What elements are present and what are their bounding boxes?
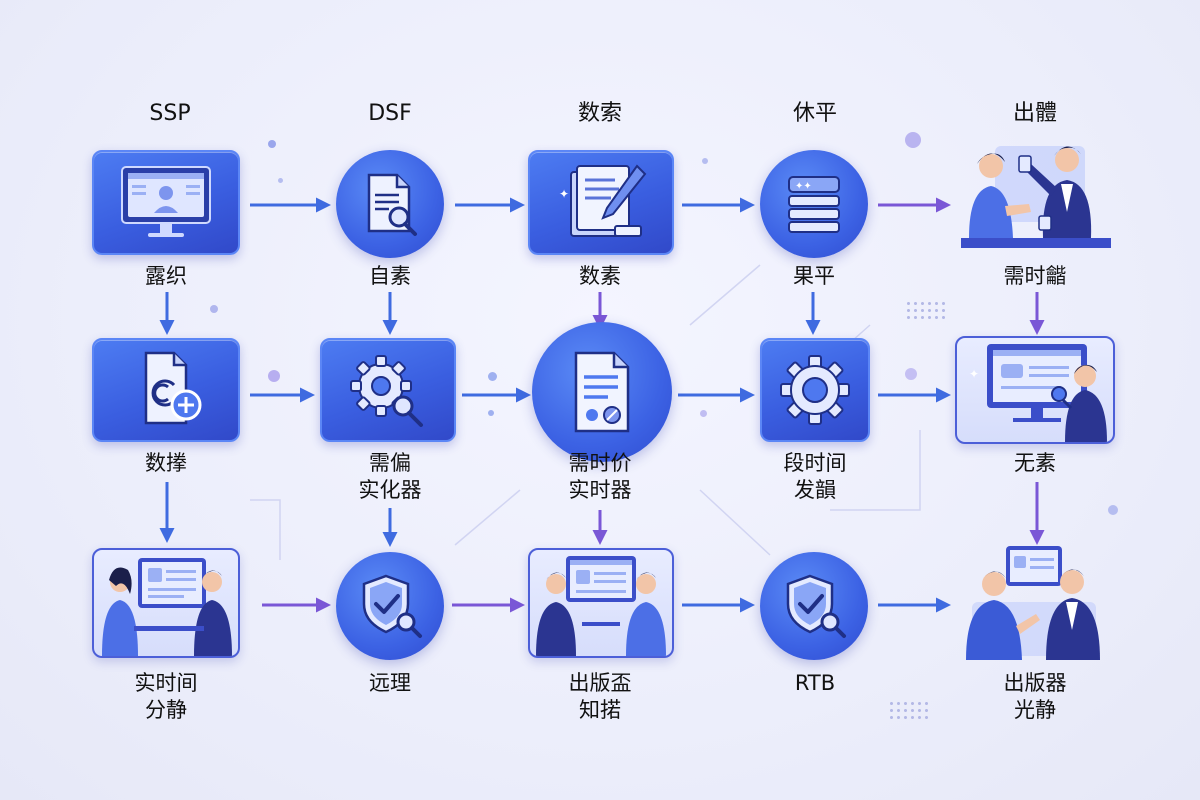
decor-dot	[700, 410, 707, 417]
monitor-profile-icon	[121, 165, 211, 237]
node-r2c4-label: 段时间 发韻	[783, 451, 847, 502]
column-title-2: DSF	[368, 101, 412, 126]
server-stack-icon: ✦✦	[788, 176, 840, 233]
gear-search-icon	[350, 355, 423, 427]
svg-text:✦✦: ✦✦	[795, 181, 812, 192]
node-r3c3-label: 出版盃 知掿	[568, 671, 632, 722]
document-add-icon	[144, 351, 202, 425]
node-r1c4[interactable]: ✦✦	[760, 150, 868, 258]
node-r3c2[interactable]	[336, 552, 444, 660]
node-r3c5-label: 出版器 光静	[1003, 671, 1067, 722]
decor-dot	[278, 178, 283, 183]
shield-check-search-icon	[362, 574, 422, 638]
node-r1c3-label: 数素	[579, 264, 621, 288]
node-r3c3[interactable]	[528, 548, 674, 658]
column-title-1: SSP	[149, 101, 191, 126]
decor-dot-grid	[888, 700, 930, 720]
node-r3c4[interactable]	[760, 552, 868, 660]
svg-text:✦: ✦	[559, 187, 569, 201]
people-discussion-icon	[536, 556, 666, 656]
decor-dot	[210, 305, 218, 313]
node-r3c1[interactable]	[92, 548, 240, 658]
column-title-3: 数索	[577, 101, 622, 126]
node-r2c2[interactable]	[320, 338, 456, 442]
node-r1c2[interactable]	[336, 150, 444, 258]
people-meeting-icon	[961, 146, 1111, 248]
decor-dot	[905, 132, 921, 148]
node-r1c5-label: 需时龤	[1003, 264, 1067, 288]
node-r2c4[interactable]	[760, 338, 870, 442]
column-title-5: 出體	[1012, 101, 1057, 126]
shield-check-search-icon	[786, 574, 846, 638]
person-screen-icon: ✦	[969, 344, 1107, 442]
node-r2c3-label: 需时价 实时器	[568, 451, 632, 502]
node-r1c1[interactable]	[92, 150, 240, 255]
document-pen-icon: ✦	[559, 163, 647, 237]
decor-dot	[268, 140, 276, 148]
node-r1c2-label: 自素	[369, 264, 411, 288]
gear-icon	[780, 355, 850, 425]
column-title-4: 休平	[792, 101, 837, 126]
document-chart-icon	[574, 351, 630, 433]
node-r2c2-label: 需偏 实化器	[358, 451, 422, 502]
node-r3c5[interactable]	[950, 542, 1118, 660]
node-r2c5[interactable]: ✦	[955, 336, 1115, 444]
node-r2c1[interactable]	[92, 338, 240, 442]
decor-dot-grid	[905, 300, 947, 320]
node-r2c1-label: 数搼	[145, 451, 187, 475]
document-search-icon	[367, 173, 417, 236]
node-r1c1-label: 露织	[145, 264, 187, 288]
node-r3c1-label: 实时间 分静	[134, 671, 198, 722]
people-discussion-icon	[966, 546, 1100, 660]
decor-dot	[488, 410, 494, 416]
decor-dot	[268, 370, 280, 382]
svg-text:✦: ✦	[969, 367, 979, 381]
node-r2c5-label: 无素	[1014, 451, 1056, 475]
node-r3c4-label: RTB	[794, 671, 836, 695]
decor-dot	[488, 372, 497, 381]
node-r2c3[interactable]	[532, 322, 672, 462]
node-r3c2-label: 远理	[369, 671, 411, 695]
decor-dot	[702, 158, 708, 164]
people-screen-icon	[102, 558, 232, 656]
node-r1c4-label: 果平	[793, 264, 835, 288]
decor-dot	[905, 368, 917, 380]
node-r1c5[interactable]	[955, 138, 1115, 256]
decor-dot	[1108, 505, 1118, 515]
node-r1c3[interactable]: ✦	[528, 150, 674, 255]
